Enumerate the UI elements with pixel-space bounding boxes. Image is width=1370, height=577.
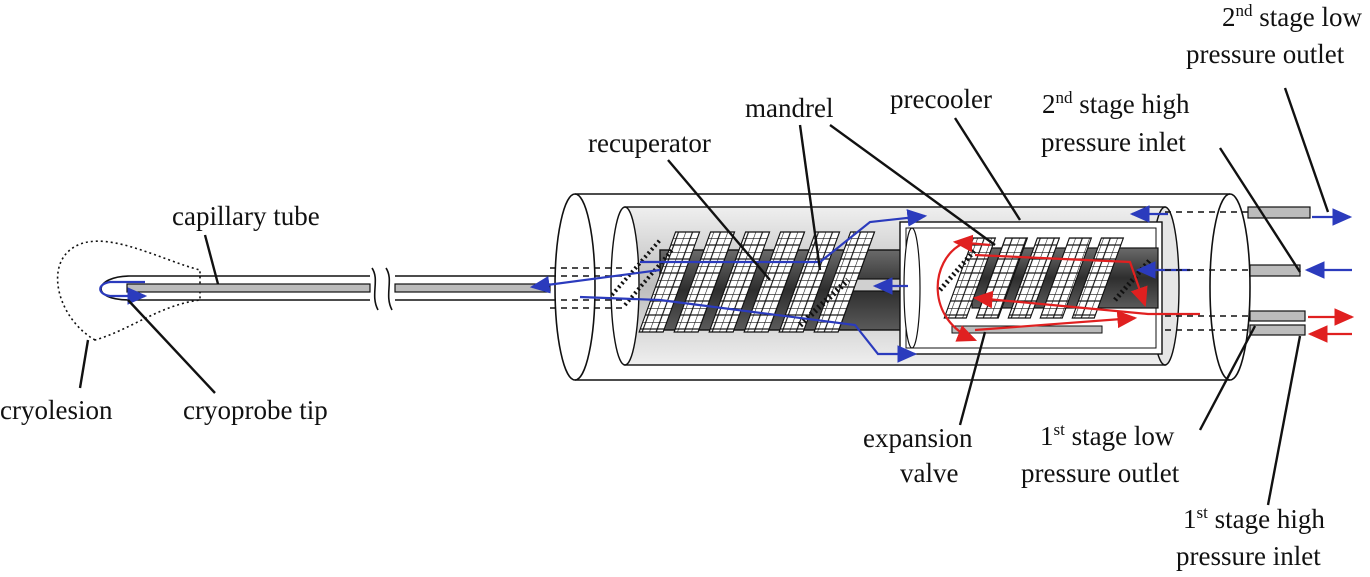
svg-text:2nd stage high: 2nd stage high: [1042, 88, 1190, 119]
svg-text:1st stage high: 1st stage high: [1183, 503, 1325, 534]
shaft-dashed-lines: [550, 267, 625, 309]
stage1-low-outlet-label: 1st stage low pressure outlet: [1021, 420, 1180, 488]
svg-text:pressure inlet: pressure inlet: [1041, 127, 1186, 157]
stage2-high-inlet-label: 2nd stage high pressure inlet: [1041, 88, 1190, 157]
cryoprobe-tip-label: cryoprobe tip: [183, 395, 328, 425]
port-connectors: [1165, 206, 1355, 343]
recuperator-label: recuperator: [588, 128, 711, 158]
high-pressure-flow: [936, 234, 1200, 342]
mandrel-label: mandrel: [745, 93, 833, 123]
precooler-label: precooler: [890, 84, 992, 114]
stage1-high-inlet-label: 1st stage high pressure inlet: [1176, 503, 1325, 571]
cryolesion-label: cryolesion: [0, 395, 113, 425]
svg-text:2nd stage low: 2nd stage low: [1222, 1, 1362, 32]
svg-text:pressure inlet: pressure inlet: [1176, 541, 1321, 571]
cryolesion-shape: [56, 240, 201, 341]
expansion-valve-label-2: valve: [900, 458, 958, 488]
svg-text:pressure outlet: pressure outlet: [1021, 458, 1180, 488]
svg-text:pressure outlet: pressure outlet: [1186, 39, 1345, 69]
recuperator-coil: [610, 231, 876, 333]
leader-lines: [78, 87, 1330, 506]
stage2-low-outlet-label: 2nd stage low pressure outlet: [1186, 1, 1362, 69]
capillary-tube-label: capillary tube: [172, 201, 320, 231]
capillary-shaft: [100, 267, 551, 311]
tip-flow-arrow: [99, 280, 148, 305]
expansion-valve-label-1: expansion: [863, 423, 973, 453]
svg-text:1st stage low: 1st stage low: [1040, 420, 1175, 451]
outer-housing: [554, 193, 1251, 381]
